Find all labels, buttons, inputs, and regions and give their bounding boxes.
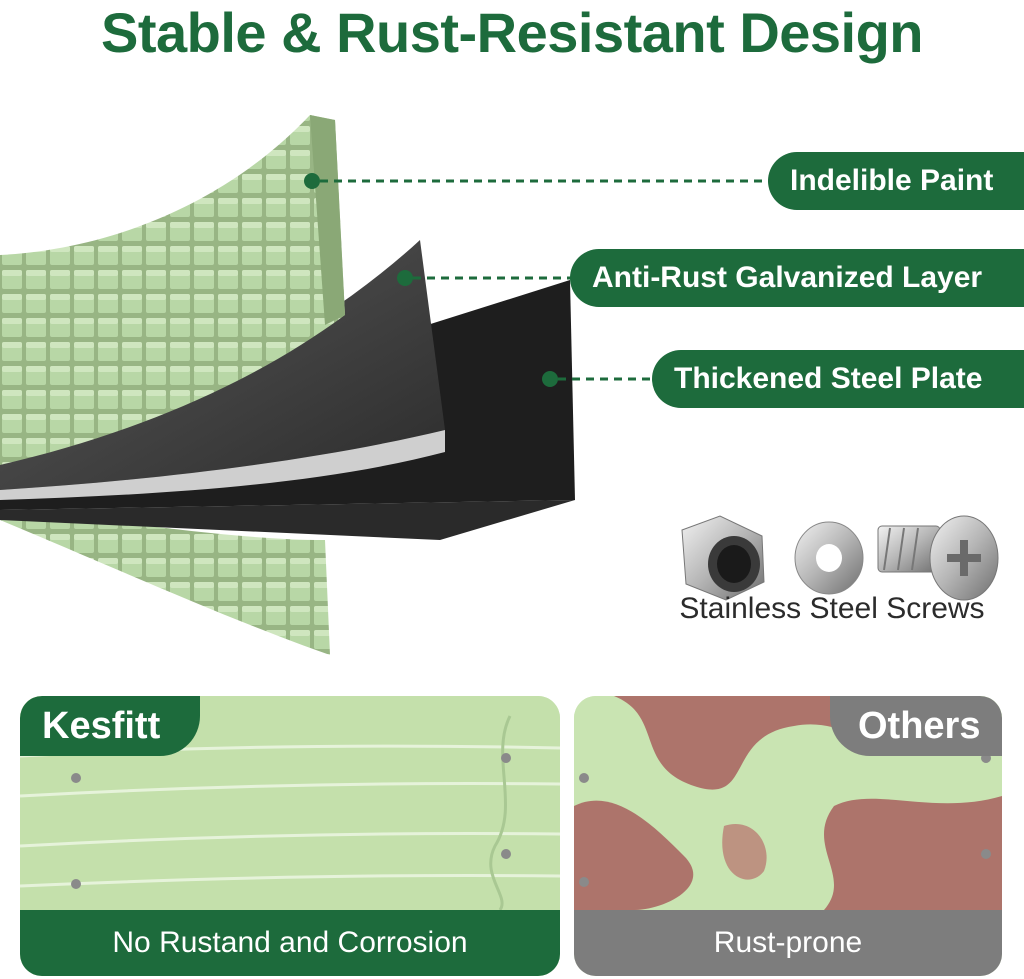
others-panel: Others Rust-prone bbox=[574, 696, 1002, 976]
callout-galvanized-layer: Anti-Rust Galvanized Layer bbox=[570, 249, 1024, 307]
callout-label: Indelible Paint bbox=[790, 164, 994, 197]
kesfitt-caption-bar: No Rustand and Corrosion bbox=[20, 910, 560, 976]
brand-tag-label: Kesfitt bbox=[42, 705, 161, 747]
callout-label: Anti-Rust Galvanized Layer bbox=[592, 261, 983, 294]
cap-nut-icon bbox=[681, 515, 765, 601]
callout-indelible-paint: Indelible Paint bbox=[768, 152, 1024, 210]
callout-leader-lines bbox=[320, 179, 770, 381]
others-caption-bar: Rust-prone bbox=[574, 910, 1002, 976]
callout-steel-plate: Thickened Steel Plate bbox=[652, 350, 1024, 408]
brand-tag: Kesfitt bbox=[20, 696, 200, 756]
kesfitt-caption: No Rustand and Corrosion bbox=[112, 926, 468, 959]
page-title: Stable & Rust-Resistant Design bbox=[100, 1, 924, 64]
others-tag: Others bbox=[830, 696, 1002, 756]
bolt-icon bbox=[877, 515, 999, 601]
kesfitt-panel: Kesfitt No Rustand and Corrosion bbox=[20, 696, 560, 976]
material-layers-illustration bbox=[0, 115, 575, 655]
others-tag-label: Others bbox=[858, 705, 981, 747]
stainless-screws-illustration bbox=[681, 515, 999, 601]
others-caption: Rust-prone bbox=[713, 926, 863, 959]
washer-icon bbox=[794, 521, 864, 595]
screws-label: Stainless Steel Screws bbox=[679, 592, 985, 625]
callout-label: Thickened Steel Plate bbox=[674, 362, 983, 395]
